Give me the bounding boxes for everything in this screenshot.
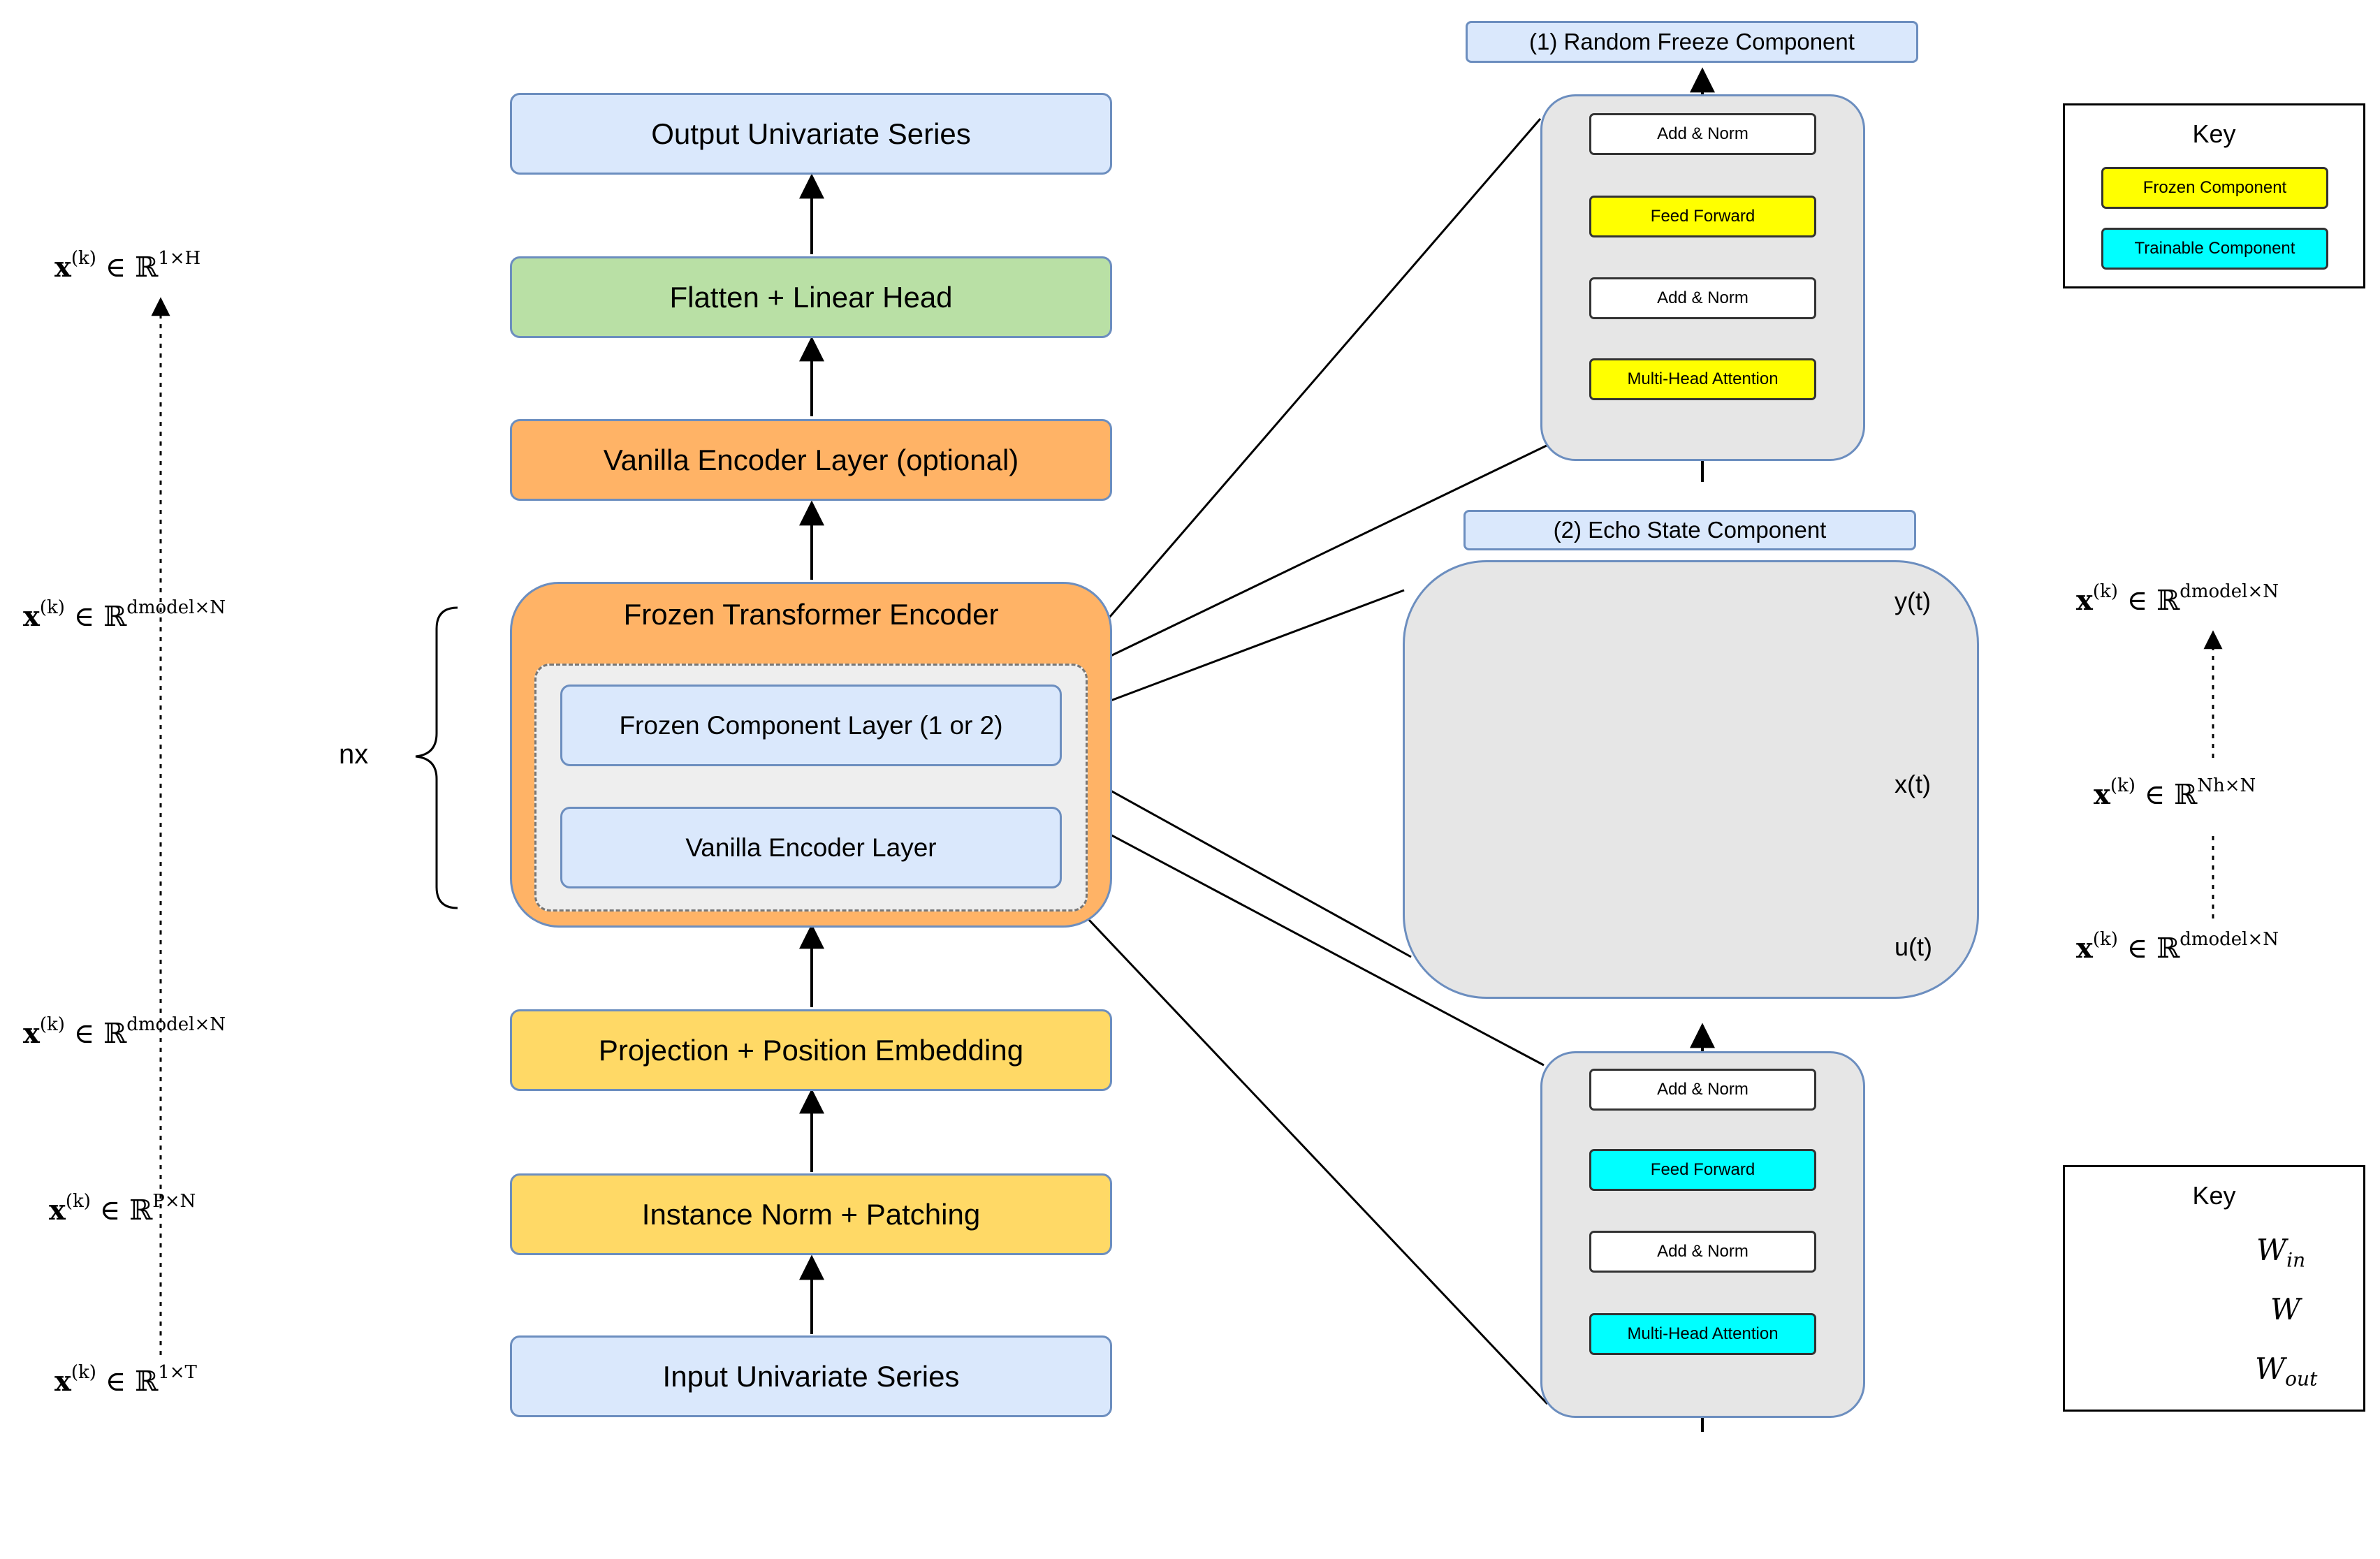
rf-add-norm-bottom: Add & Norm [1589,277,1816,319]
vanilla-encoder-layer-box: Vanilla Encoder Layer [560,807,1062,888]
u-label: u(t) [1894,932,1932,961]
shape-label-input: x(k) ∈ ℝ1×T [54,1362,197,1398]
echo-state-panel [1403,560,1979,999]
rf-feed-forward: Feed Forward [1589,196,1816,237]
key-component-colors: Key Frozen Component Trainable Component [2063,103,2365,288]
input-series-box: Input Univariate Series [510,1335,1112,1417]
key-w-in-label: Win [2256,1233,2306,1272]
echo-state-header: (2) Echo State Component [1463,510,1916,550]
shape-label-output: x(k) ∈ ℝ1×H [54,248,201,284]
frozen-encoder-title: Frozen Transformer Encoder [623,598,999,631]
key-weight-arrows: Key [2063,1165,2365,1412]
key1-title: Key [2192,119,2236,148]
vanilla-encoder-optional-box: Vanilla Encoder Layer (optional) [510,419,1112,501]
key-frozen-swatch: Frozen Component [2101,167,2328,209]
repeat-label: nx [339,739,369,770]
key-trainable-swatch: Trainable Component [2101,228,2328,270]
tr-feed-forward: Feed Forward [1589,1149,1816,1191]
tr-add-norm-top: Add & Norm [1589,1069,1816,1111]
tr-multi-head-attention: Multi-Head Attention [1589,1313,1816,1355]
shape-label-embedding: x(k) ∈ ℝdmodel×N [23,1014,226,1050]
y-label: y(t) [1894,587,1931,615]
tr-add-norm-bottom: Add & Norm [1589,1231,1816,1273]
x-label: x(t) [1894,770,1931,798]
key2-title: Key [2192,1181,2236,1210]
output-series-box: Output Univariate Series [510,93,1112,175]
key-w-label: W [2270,1292,2301,1326]
right-shape-label-bottom: x(k) ∈ ℝdmodel×N [2076,929,2279,965]
projection-embedding-box: Projection + Position Embedding [510,1009,1112,1091]
instance-norm-patching-box: Instance Norm + Patching [510,1173,1112,1255]
rf-add-norm-top: Add & Norm [1589,113,1816,155]
shape-label-patching: x(k) ∈ ℝP×N [49,1191,196,1227]
right-shape-label-mid: x(k) ∈ ℝNh×N [2094,775,2256,811]
key-w-out-label: Wout [2255,1352,2318,1391]
right-shape-label-top: x(k) ∈ ℝdmodel×N [2076,581,2279,617]
frozen-component-layer-box: Frozen Component Layer (1 or 2) [560,685,1062,766]
flatten-linear-head-box: Flatten + Linear Head [510,256,1112,338]
rf-multi-head-attention: Multi-Head Attention [1589,358,1816,400]
shape-label-encoder: x(k) ∈ ℝdmodel×N [23,597,226,633]
repeat-brace [415,606,458,909]
random-freeze-header: (1) Random Freeze Component [1466,21,1918,63]
